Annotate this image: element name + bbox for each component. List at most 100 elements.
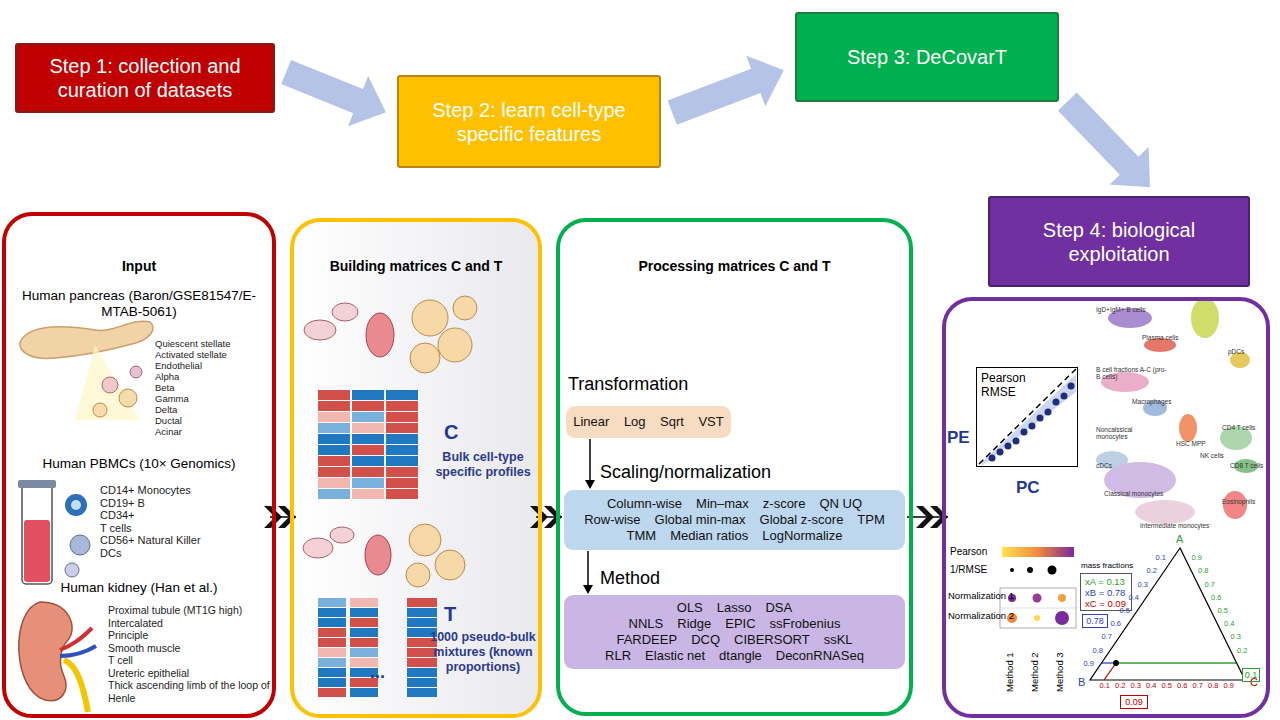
- matrix-cell: [350, 618, 378, 627]
- text: Elastic net: [645, 648, 705, 664]
- text: CIBERSORT: [734, 632, 810, 648]
- matrix-cells: [318, 390, 437, 697]
- tick-label: 0.8: [1088, 647, 1103, 656]
- matrix-cell: [318, 401, 350, 411]
- text: Step 3: DeCovarT: [847, 45, 1007, 69]
- text: Step 1: collection and curation of datas…: [31, 54, 259, 102]
- text: Global min-max: [655, 512, 746, 528]
- text: dtangle: [719, 648, 762, 664]
- text: DCQ: [691, 632, 720, 648]
- text-row: TMM Median ratios LogNormalize: [564, 528, 905, 544]
- text: Pearson RMSE: [981, 371, 1037, 400]
- matrix-cell: [352, 434, 384, 444]
- text: DeconRNASeq: [776, 648, 864, 664]
- text: xA = 0.13: [1085, 576, 1125, 587]
- connector: [1058, 93, 1150, 188]
- text: Proximal tubule (MT1G high): [108, 604, 270, 617]
- inner-box: 0.09: [1120, 695, 1148, 709]
- cluster-label: Plasma cells: [1142, 334, 1178, 341]
- matrix-cell: [318, 658, 346, 667]
- connector: [281, 60, 386, 126]
- matrix-cell: [318, 688, 346, 697]
- inner-box: Pearson RMSE: [976, 367, 1078, 467]
- matrix-cell: [318, 648, 346, 657]
- arrowhead: [583, 585, 593, 594]
- text: mass fractions: [1081, 561, 1133, 571]
- chevron: [916, 506, 934, 528]
- matrix-cell: [407, 678, 437, 687]
- text: LogNormalize: [762, 528, 842, 544]
- matrix-cell: [350, 638, 378, 647]
- text: Method: [600, 568, 660, 590]
- text: Scaling/normalization: [600, 462, 771, 484]
- text: CD34+: [100, 509, 135, 522]
- text: Min–max: [696, 496, 749, 512]
- scatter-plot: [979, 369, 1076, 466]
- tick-label: 0.4: [1224, 620, 1234, 629]
- tick-label: C: [1250, 676, 1258, 689]
- matrix-cell: [350, 688, 378, 697]
- text: T cell: [108, 654, 270, 667]
- matrix-cell: [350, 628, 378, 637]
- axis-label: PC: [1016, 478, 1040, 498]
- text: ...: [370, 662, 385, 684]
- matrix-cell: [318, 390, 350, 400]
- matrix-cell: [386, 423, 418, 433]
- tick-label: 0.9: [1079, 660, 1094, 669]
- text: TMM: [627, 528, 657, 544]
- text: Linear: [573, 414, 609, 430]
- cell-illustration: [303, 296, 477, 587]
- tick-label: 0.6: [1211, 594, 1221, 603]
- matrix-cell: [318, 598, 346, 607]
- cluster-label: Macrophages: [1132, 398, 1171, 405]
- text-row: NNLSRidgeEPICssFrobenius: [564, 616, 905, 632]
- matrix-cell: [407, 668, 437, 677]
- text: C: [444, 420, 458, 444]
- matrix-cell: [352, 456, 384, 466]
- matrix-cell: [407, 688, 437, 697]
- axis-label: Normalization 1: [948, 591, 1014, 602]
- tick-label: 0.4: [1124, 594, 1139, 603]
- text: Principle: [108, 629, 270, 642]
- axis-label: 1/RMSE: [950, 564, 987, 576]
- panel: InputHuman pancreas (Baron/GSE81547/E-MT…: [2, 212, 276, 718]
- text: T cells: [100, 522, 132, 535]
- panel-ground: [294, 222, 538, 714]
- inner-box: OLSLassoDSANNLSRidgeEPICssFrobeniusFARDE…: [564, 595, 905, 669]
- tick-label: 0.5: [1218, 607, 1228, 616]
- text: Beta: [155, 382, 175, 393]
- text: OLS: [677, 600, 703, 616]
- text: Human pancreas (Baron/GSE81547/E-MTAB-50…: [11, 288, 267, 320]
- matrix-cell: [407, 598, 437, 607]
- text: 0.09: [1125, 697, 1143, 708]
- matrix-cell: [318, 489, 350, 499]
- text: Activated stellate: [155, 349, 227, 360]
- matrix-cell: [318, 478, 350, 488]
- cluster-label: Eosinophils: [1222, 498, 1255, 505]
- matrix-cell: [352, 401, 384, 411]
- text: T: [444, 602, 456, 626]
- cluster-label: HSC MPP: [1176, 440, 1206, 447]
- text: NNLS: [629, 616, 664, 632]
- text: z-score: [763, 496, 806, 512]
- tick-label: 0.5: [1162, 682, 1172, 691]
- matrix-cell: [350, 648, 378, 657]
- block-arrow: [281, 60, 386, 126]
- matrix-cell: [407, 608, 437, 617]
- cluster-label: Intermediate monocytes: [1140, 522, 1209, 529]
- text: Column-wise: [607, 496, 682, 512]
- text: Ductal: [155, 415, 182, 426]
- tick-label: 0.3: [1231, 633, 1241, 642]
- matrix-cell: [386, 401, 418, 411]
- text: Median ratios: [670, 528, 748, 544]
- tick-label: 0.9: [1224, 682, 1234, 691]
- text: Processing matrices C and T: [560, 258, 909, 275]
- text-row: OLSLassoDSA: [564, 600, 905, 616]
- axis-label: PE: [947, 428, 970, 448]
- text: ssKL: [824, 632, 853, 648]
- matrix-cell: [318, 456, 350, 466]
- matrix-cell: [318, 608, 346, 617]
- axis-label: Method 2: [1030, 652, 1041, 692]
- matrix-cell: [386, 390, 418, 400]
- matrix-cell: [352, 467, 384, 477]
